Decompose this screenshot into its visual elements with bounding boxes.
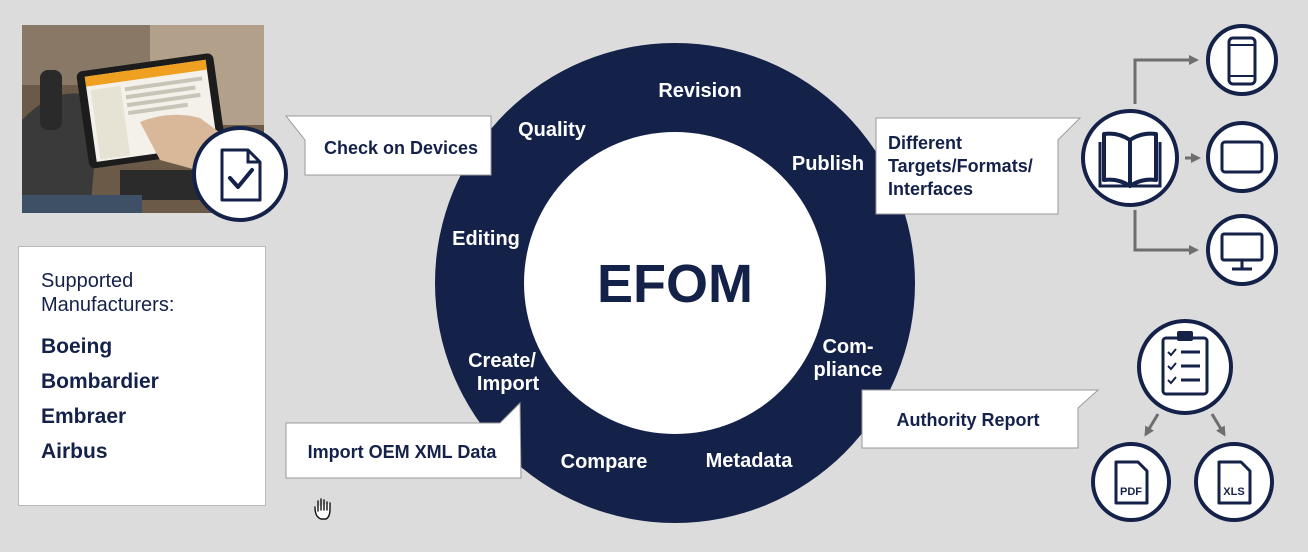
xls-badge-text: XLS (1223, 486, 1244, 498)
ring-label-create-import-1: Create/ (468, 350, 536, 372)
ring-label-revision: Revision (658, 80, 741, 102)
callout-targets-line1: Different (888, 133, 962, 153)
distribution-arrows (1133, 55, 1201, 255)
manufacturers-heading-line1: Supported (41, 270, 134, 292)
hand-cursor-icon (314, 498, 331, 520)
device-photo (22, 25, 264, 213)
pdf-badge-text: PDF (1120, 486, 1142, 498)
manufacturers-heading: Supported Manufacturers: (41, 269, 243, 317)
manufacturer-item: Embraer (41, 405, 127, 428)
xls-file-icon: XLS (1194, 442, 1274, 522)
ring-label-compliance-2: pliance (814, 359, 883, 381)
supported-manufacturers-panel: Supported Manufacturers: Boeing Bombardi… (18, 246, 266, 506)
monitor-icon (1206, 214, 1278, 286)
report-arrows (1144, 413, 1226, 437)
callout-import-oem-text: Import OEM XML Data (308, 442, 498, 462)
manufacturer-item: Airbus (41, 440, 108, 463)
callout-authority-report: Authority Report (861, 389, 1100, 449)
ring-label-create-import-2: Import (477, 373, 540, 395)
ring-label-compliance-1: Com- (822, 336, 873, 358)
ring-label-quality: Quality (518, 119, 587, 141)
manufacturers-heading-line2: Manufacturers: (41, 294, 175, 316)
phone-icon (1206, 24, 1278, 96)
manufacturer-item: Boeing (41, 335, 113, 358)
callout-targets-line3: Interfaces (888, 179, 973, 199)
center-label: EFOM (597, 254, 753, 314)
callout-import-oem: Import OEM XML Data (285, 401, 522, 479)
ring-label-metadata: Metadata (706, 450, 794, 472)
ring-label-publish: Publish (792, 153, 864, 175)
callout-targets-line2: Targets/Formats/ (888, 156, 1033, 176)
callout-targets: Different Targets/Formats/ Interfaces (875, 117, 1082, 215)
document-check-icon (192, 126, 288, 222)
callout-check-devices-text: Check on Devices (324, 138, 478, 158)
callout-authority-report-text: Authority Report (897, 410, 1040, 430)
ring-label-compare: Compare (561, 451, 648, 473)
callout-check-devices: Check on Devices (284, 115, 492, 176)
ring-label-editing: Editing (452, 228, 520, 250)
tablet-icon (1206, 121, 1278, 193)
clipboard-checklist-icon (1137, 319, 1233, 415)
pdf-file-icon: PDF (1091, 442, 1171, 522)
center-circle (524, 132, 826, 434)
book-icon (1081, 109, 1179, 207)
manufacturer-item: Bombardier (41, 370, 159, 393)
